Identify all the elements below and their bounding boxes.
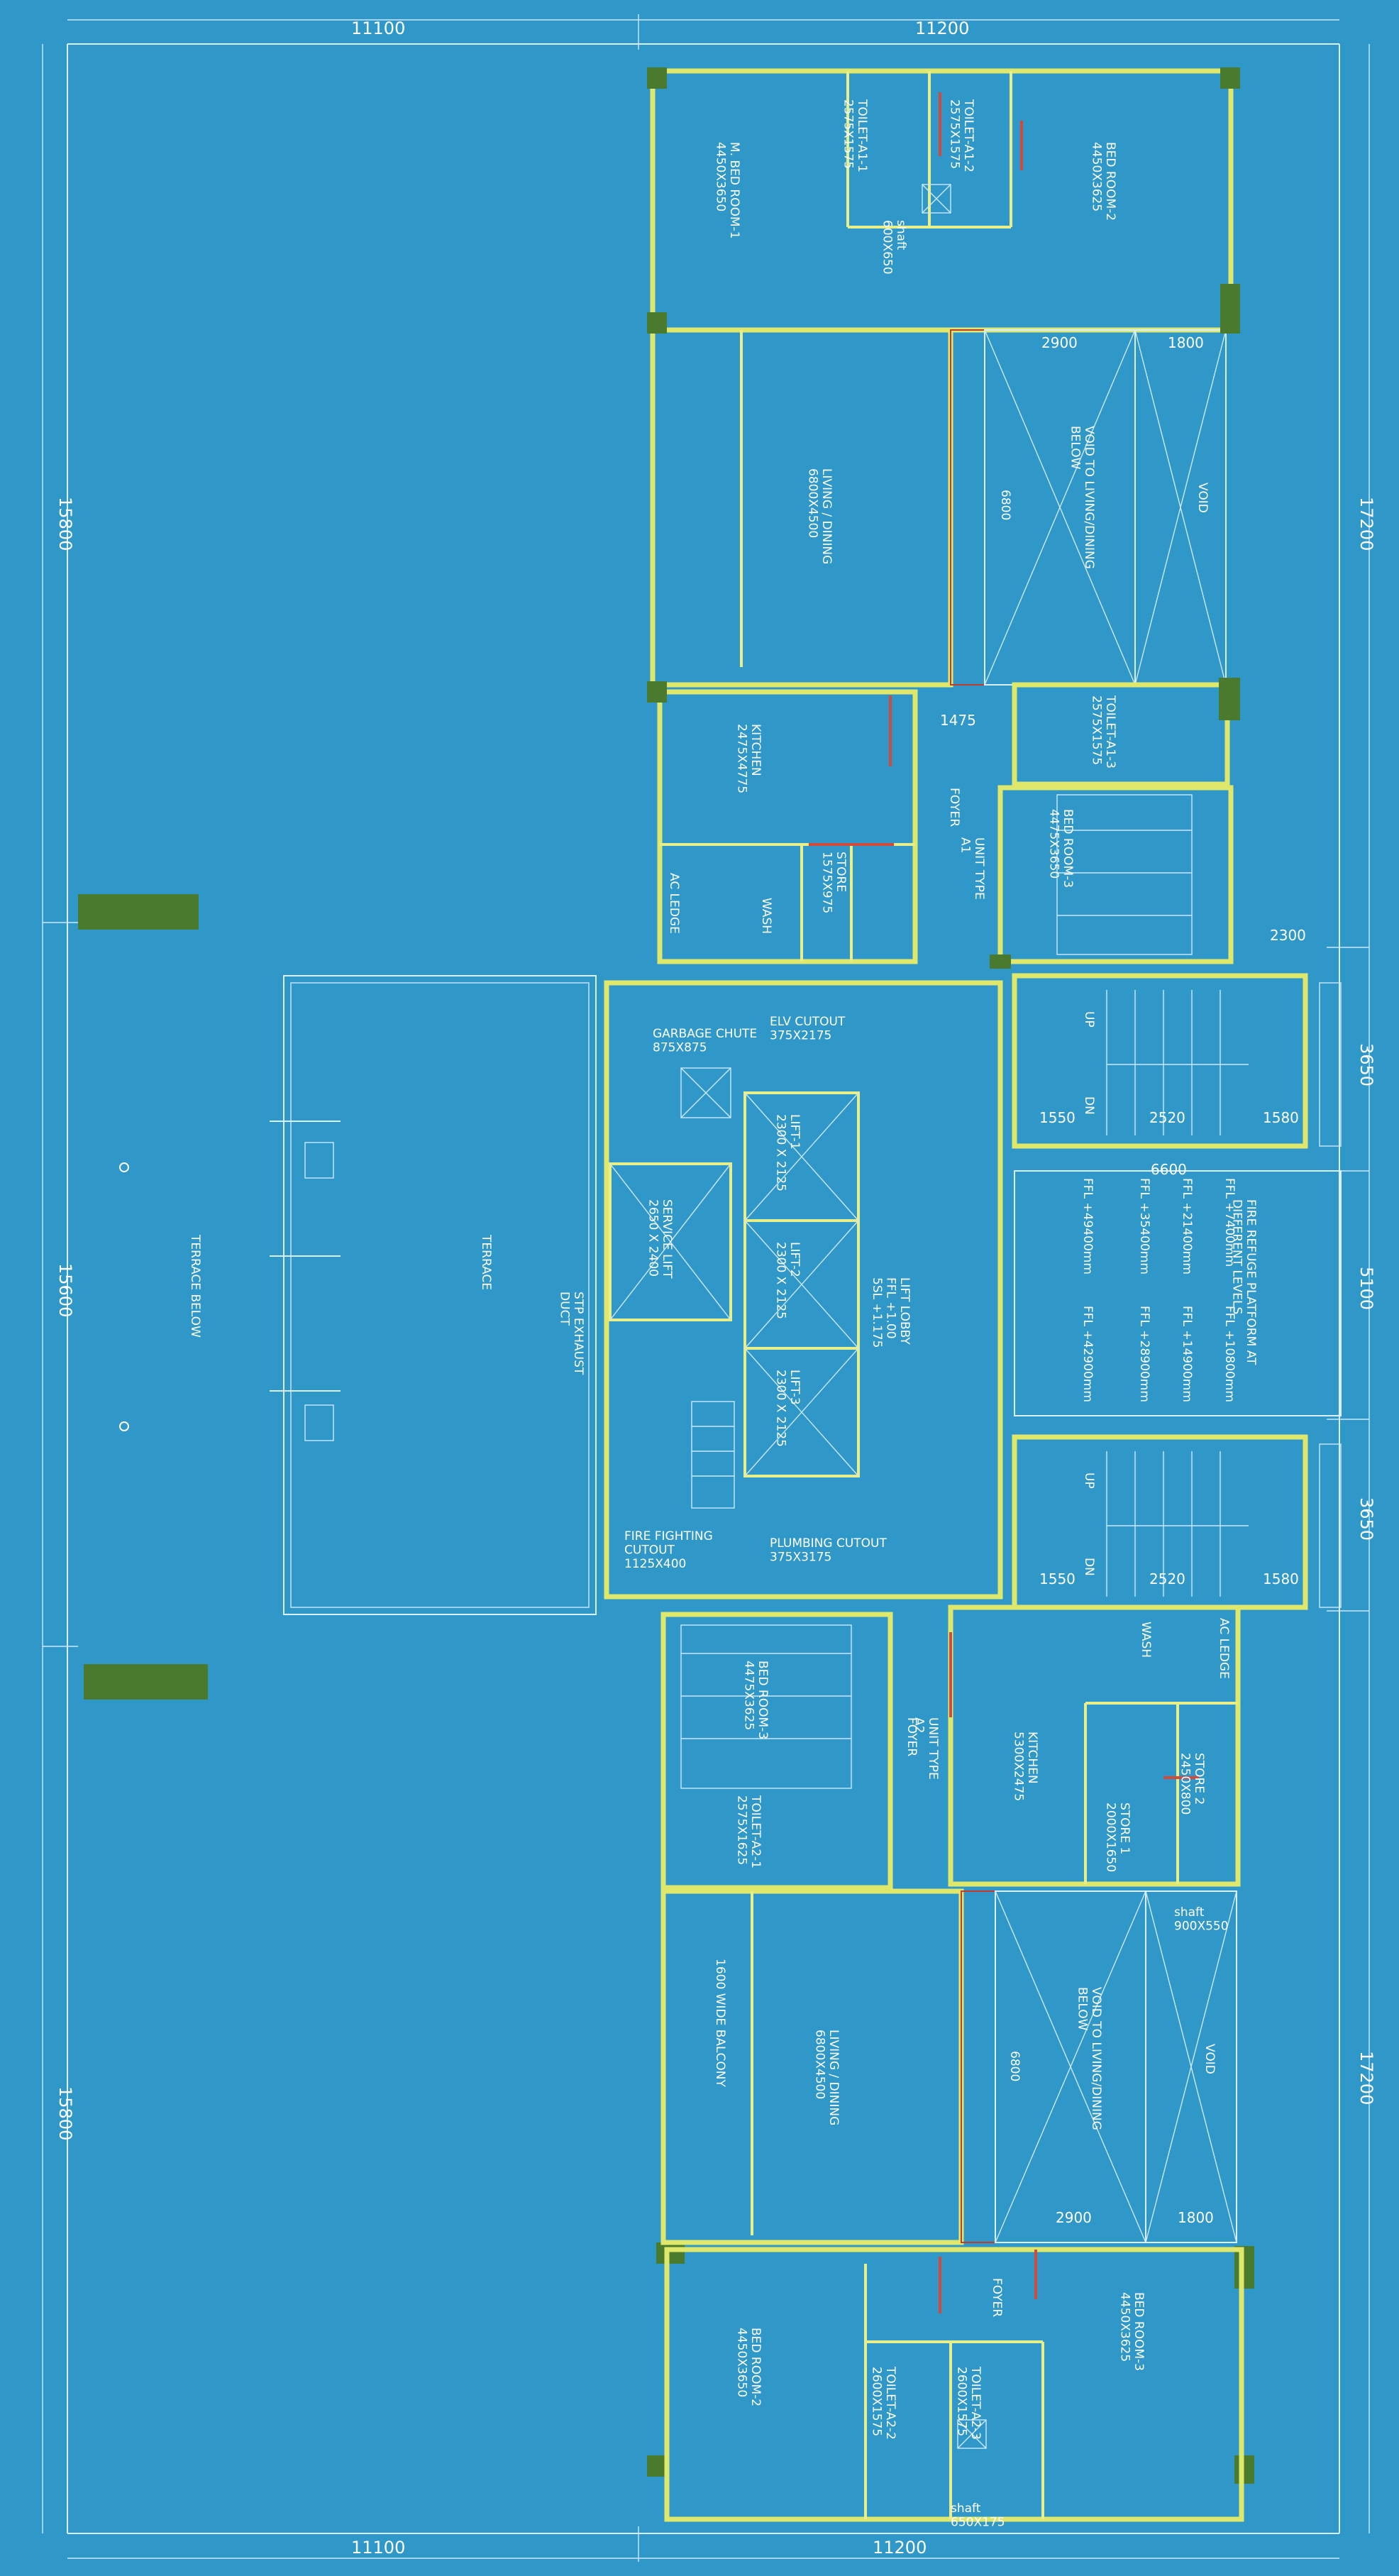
ffl3-label: FFL +21400mm	[1180, 1178, 1194, 1275]
dim-foyer: 1475	[940, 712, 976, 729]
dn1-label: DN	[1082, 1096, 1096, 1115]
store2-label: STORE 22450X800	[1178, 1753, 1206, 1815]
dim-right-bottom: 17200	[1356, 2051, 1376, 2105]
bedroom-2-top-label: BED ROOM-24450X3625	[1089, 142, 1117, 221]
shaft-top-label: shaft600X650	[880, 220, 908, 275]
toilet-a2-3-label: TOILET-A2-32600X1575	[954, 2366, 983, 2440]
bedroom-3-low2-label: BED ROOM-34450X3625	[1117, 2292, 1146, 2371]
dim-void-a: 2900	[1041, 334, 1078, 351]
up2-label: UP	[1082, 1473, 1096, 1489]
terrace-label: TERRACE	[479, 1234, 493, 1290]
store-top-label: STORE1575X975	[819, 852, 848, 913]
terrace	[78, 894, 597, 1700]
unit-a2: 2900 1800 6800	[660, 1605, 1244, 2522]
unit-a1: 2900 1800 6800 1475	[650, 68, 1234, 964]
dim-left-top: 15800	[55, 497, 75, 551]
kitchen-low-label: KITCHEN5300X2475	[1011, 1732, 1039, 1801]
ffl2-label: FFL +35400mm	[1137, 1178, 1151, 1275]
dim-stair-2520: 2520	[1149, 1109, 1185, 1126]
dim-void-a2: 2900	[1056, 2209, 1092, 2226]
store1-label: STORE 12000X1650	[1103, 1802, 1132, 1872]
lift2-label: LIFT-22300 X 2125	[773, 1242, 802, 1319]
dim-stair-1580b: 1580	[1263, 1570, 1299, 1587]
bedroom-2-low-label: BED ROOM-24450X3650	[734, 2328, 763, 2406]
dim-left-bottom: 15800	[55, 2086, 75, 2140]
dim-refuge: 6600	[1151, 1161, 1187, 1178]
dimension-frame	[42, 14, 1370, 2562]
toilet-a2-1-label: TOILET-A2-12575X1625	[734, 1795, 763, 1868]
column-posts	[647, 67, 1254, 2484]
dim-right-stair1: 3650	[1356, 1043, 1376, 1086]
dim-void-b2: 1800	[1178, 2209, 1214, 2226]
kitchen-top-label: KITCHEN2475X4775	[734, 724, 763, 793]
ffl1-label: FFL +49400mm	[1080, 1178, 1095, 1275]
ffl5-label: FFL +42900mm	[1080, 1306, 1095, 1402]
void-top-label: VOID TO LIVING/DININGBELOW	[1068, 426, 1096, 569]
ffl6-label: FFL +28900mm	[1137, 1306, 1151, 1402]
dim-stair-1550b: 1550	[1039, 1570, 1075, 1587]
dim-right-top: 17200	[1356, 497, 1376, 551]
terrace-below-label: TERRACE BELOW	[188, 1234, 202, 1338]
dim-stair-1580: 1580	[1263, 1109, 1299, 1126]
dim-right-gap: 2300	[1270, 927, 1306, 944]
dim-void-6800b: 6800	[1007, 2051, 1022, 2081]
dim-stair-1550: 1550	[1039, 1109, 1075, 1126]
fire-refuge-label: FIRE REFUGE PLATFORM ATDIFFERENT LEVELS	[1229, 1199, 1258, 1365]
dim-left-mid: 15600	[55, 1263, 75, 1317]
living-top-label: LIVING / DINING6800X4500	[805, 468, 834, 564]
toilet-a1-1-label: TOILET-A1-12575X1575	[841, 99, 869, 172]
wash-low-label: WASH	[1139, 1622, 1153, 1658]
living-low-label: LIVING / DINING6800X4500	[812, 2030, 841, 2125]
lift3-label: LIFT-32300 X 2125	[773, 1370, 802, 1447]
dim-void-6800: 6800	[998, 490, 1012, 520]
stp-label: STP EXHAUSTDUCT	[557, 1292, 585, 1375]
dim-top-left: 11100	[351, 18, 405, 38]
ffl7-label: FFL +14900mm	[1180, 1306, 1194, 1402]
ac-ledge-top-label: AC LEDGE	[667, 873, 681, 934]
toilet-a2-2-label: TOILET-A2-22600X1575	[869, 2366, 897, 2440]
up1-label: UP	[1082, 1011, 1096, 1028]
ffl8-label: FFL +10800mm	[1222, 1306, 1237, 1402]
bedroom-3-top-label: BED ROOM-34475X3650	[1046, 809, 1075, 888]
foyer-low2-label: FOYER	[990, 2278, 1004, 2317]
foyer-top-label: FOYER	[947, 788, 961, 827]
dim-void-b: 1800	[1168, 334, 1204, 351]
dim-right-mid: 5100	[1356, 1267, 1376, 1310]
ffl4-label: FFL +7400mm	[1222, 1178, 1237, 1267]
void-top-b-label: VOID	[1195, 483, 1210, 513]
service-lift-label: SERVICE LIFT2650 X 2400	[646, 1199, 674, 1279]
unit-a1-label: UNIT TYPEA1	[958, 837, 986, 900]
toilet-a1-2-label: TOILET-A1-22575X1575	[947, 99, 975, 172]
dim-bottom-left: 11100	[351, 2538, 405, 2558]
bedroom-3-low-label: BED ROOM-34475X3625	[741, 1661, 770, 1739]
dim-stair-2520b: 2520	[1149, 1570, 1185, 1587]
dim-right-stair2: 3650	[1356, 1497, 1376, 1541]
void-low-label: VOID TO LIVING/DININGBELOW	[1075, 1987, 1103, 2130]
dim-top-right: 11200	[915, 18, 969, 38]
void-low-b-label: VOID	[1202, 2044, 1217, 2074]
balcony-label: 1600 WIDE BALCONY	[713, 1959, 727, 2087]
toilet-a1-3-label: TOILET-A1-32575X1575	[1089, 695, 1117, 769]
wash-top-label: WASH	[759, 898, 773, 934]
foyer-low-label: FOYER	[905, 1717, 919, 1756]
ac-ledge-low-label: AC LEDGE	[1217, 1618, 1231, 1679]
lift1-label: LIFT-12300 X 2125	[773, 1114, 802, 1191]
lift-lobby-label: LIFT LOBBYFFL +1.005SL +1.175	[870, 1277, 912, 1348]
core	[604, 980, 1003, 1600]
dim-bottom-right: 11200	[873, 2538, 927, 2558]
dn2-label: DN	[1082, 1558, 1096, 1576]
unit-a2-label: UNIT TYPEA2	[912, 1717, 940, 1780]
m-bedroom-label: M. BED ROOM-14450X3650	[713, 142, 741, 239]
